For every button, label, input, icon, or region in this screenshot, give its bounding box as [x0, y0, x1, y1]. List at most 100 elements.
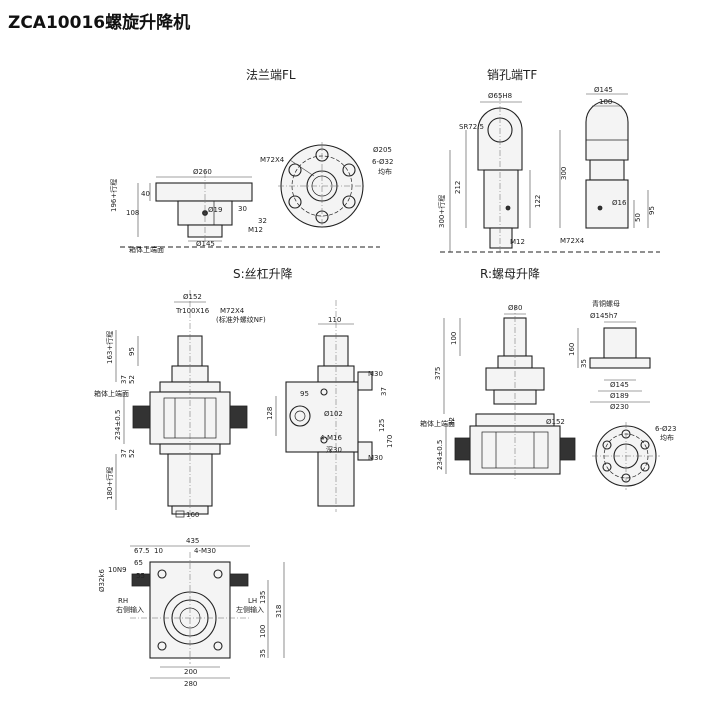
- r-d152: Ø152: [546, 418, 565, 426]
- s-sq160: 160: [186, 511, 199, 519]
- s-m30a: M30: [368, 370, 383, 378]
- bv-w67: 67.5: [134, 547, 150, 555]
- tf-d16: Ø16: [612, 199, 627, 207]
- tf-d65: Ø65H8: [488, 92, 512, 100]
- r-even: 均布: [660, 433, 674, 442]
- s-b95: 95: [300, 390, 309, 398]
- r-h160: 160: [568, 343, 576, 356]
- tf-m12: M12: [510, 238, 525, 246]
- r-d230: Ø230: [610, 403, 629, 411]
- s-stroke-bot: 180+行程: [105, 467, 114, 500]
- fl-housing-top: 箱体上端面: [129, 245, 164, 254]
- bv-h35: 35: [259, 649, 267, 658]
- tf-side-hole: [597, 205, 603, 211]
- fl-d145: Ø145: [196, 240, 215, 248]
- s-h37r: 37: [380, 387, 388, 396]
- s-housing-top: 箱体上端面: [94, 389, 129, 398]
- tf-sr: SR72.5: [459, 123, 484, 131]
- bv-lh-cn: 左侧输入: [236, 605, 264, 614]
- bv-h55: 55: [136, 572, 145, 580]
- s-m30b: M30: [368, 454, 383, 462]
- tf-h50: 50: [634, 213, 642, 222]
- s-h52: 52: [128, 375, 136, 384]
- s-side-view: 110 M30 37 95 Ø102 128 4-M16 深30 125 170…: [266, 300, 394, 512]
- tf-side-body: [585, 179, 629, 229]
- section-heading-s: S:丝杠升降: [233, 266, 293, 281]
- section-heading-fl: 法兰端FL: [246, 68, 296, 82]
- bv-h100: 100: [259, 625, 267, 638]
- tf-stroke-label: 300+行程: [437, 195, 446, 228]
- r-d80: Ø80: [508, 304, 522, 312]
- s-h234: 234±0.5: [114, 410, 122, 440]
- s-tr: Tr100X16: [175, 307, 210, 315]
- s-h37b: 37: [120, 449, 128, 458]
- fl-m12: M12: [248, 226, 263, 234]
- r-d145: Ø145: [610, 381, 629, 389]
- r-nut-flange: [589, 357, 651, 369]
- r-front-view: Ø80 100 375 箱体上端面 32 Ø152 234±0.5: [420, 304, 576, 480]
- fl-d260: Ø260: [193, 168, 212, 176]
- page-title: ZCA10016螺旋升降机: [8, 13, 191, 33]
- s-nf: (标准外螺纹NF): [216, 315, 266, 324]
- fl-holes: 6-Ø32: [372, 158, 393, 166]
- tf-side-head: [585, 100, 629, 161]
- section-heading-r: R:螺母升降: [480, 267, 540, 281]
- bv-h318: 318: [275, 605, 283, 618]
- tf-d145: Ø145: [594, 86, 613, 94]
- r-nut-upper: [603, 327, 637, 359]
- r-nut-detail: 青铜螺母 Ø145h7 160 35 Ø145 Ø189 Ø230: [568, 299, 651, 411]
- bv-h65: 65: [134, 559, 143, 567]
- s-side-screw: [323, 335, 349, 367]
- r-h375: 375: [434, 367, 442, 380]
- bv-h135: 135: [259, 591, 267, 604]
- fl-even: 均布: [378, 167, 392, 176]
- s-d152: Ø152: [183, 293, 202, 301]
- bv-key: 10N9: [108, 566, 127, 574]
- bv-w280: 280: [184, 680, 197, 688]
- bv-rh-cn: 右侧输入: [116, 605, 144, 614]
- tf-h300: 300: [560, 167, 568, 180]
- s-side-lug-bot: [357, 441, 373, 461]
- r-d189: Ø189: [610, 392, 629, 400]
- tf-h212: 212: [454, 181, 462, 194]
- s-front-view: Ø152 Tr100X16 M72X4 (标准外螺纹NF) 163+行程 95 …: [94, 290, 266, 520]
- r-holes: 6-Ø23: [655, 425, 676, 433]
- r-d145h7: Ø145h7: [590, 312, 618, 320]
- bv-lh: LH: [248, 597, 257, 605]
- tf-h95: 95: [648, 206, 656, 215]
- fl-face-view: M72X4 Ø205 6-Ø32 均布: [260, 142, 393, 230]
- bv-w435: 435: [186, 537, 199, 545]
- fl-flange-plate: [155, 182, 253, 202]
- bv-m30: 4-M30: [194, 547, 216, 555]
- s-w110: 110: [328, 316, 341, 324]
- fl-h108: 108: [126, 209, 139, 217]
- s-deep: 深30: [326, 445, 342, 454]
- fl-d205: Ø205: [373, 146, 392, 154]
- r-flange-face: 6-Ø23 均布: [592, 422, 676, 490]
- bv-shaft: Ø32k6: [98, 569, 106, 592]
- s-side-lug-top: [357, 371, 373, 391]
- fl-side-view: Ø260 40 108 196+行程 Ø19 30 32 M12 Ø145 箱体…: [109, 168, 380, 254]
- fl-d19: Ø19: [208, 206, 222, 214]
- tf-front-view: Ø65H8 SR72.5 212 300+行程 300 122 M12 M72X…: [437, 92, 660, 253]
- s-m16: 4-M16: [320, 434, 342, 442]
- bv-left-shaft: [131, 573, 151, 587]
- bv-rh: RH: [118, 597, 128, 605]
- fl-h30: 30: [238, 205, 247, 213]
- fl-h40: 40: [141, 190, 150, 198]
- s-h52b: 52: [128, 449, 136, 458]
- tf-side-neck: [589, 159, 625, 181]
- s-m72: M72X4: [220, 307, 245, 315]
- bv-w200: 200: [184, 668, 197, 676]
- bv-right-shaft: [229, 573, 249, 587]
- r-nut-label: 青铜螺母: [592, 299, 620, 308]
- s-t170: 170: [386, 435, 394, 448]
- r-right-shaft: [559, 437, 576, 461]
- fl-m72x4: M72X4: [260, 156, 285, 164]
- tf-w100: 100: [599, 98, 612, 106]
- s-h37: 37: [120, 375, 128, 384]
- r-left-shaft: [454, 437, 471, 461]
- s-t125: 125: [378, 419, 386, 432]
- r-h100: 100: [450, 332, 458, 345]
